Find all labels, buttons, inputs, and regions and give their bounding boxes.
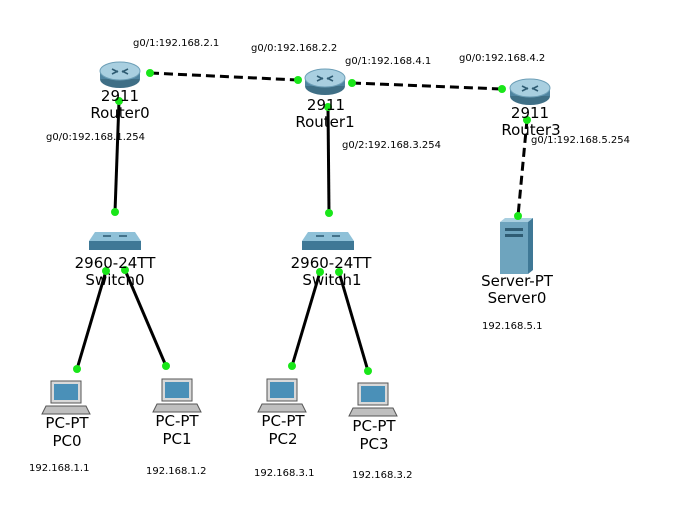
port-dot-router1 bbox=[348, 79, 356, 87]
server0-model-label: Server-PT bbox=[481, 272, 553, 290]
pc2-icon[interactable] bbox=[257, 378, 307, 413]
pc1-name-label: PC1 bbox=[162, 430, 192, 448]
pc0-icon[interactable] bbox=[41, 380, 91, 415]
pc1-model-label: PC-PT bbox=[155, 412, 199, 430]
port-dot-pc3 bbox=[364, 367, 372, 375]
switch0-icon[interactable] bbox=[89, 232, 141, 250]
switch0-model-label: 2960-24TT bbox=[74, 254, 156, 272]
server0-ip-label: 192.168.5.1 bbox=[482, 321, 543, 332]
link-switch1-pc3[interactable] bbox=[337, 271, 370, 372]
pc2-ip-label: 192.168.3.1 bbox=[254, 468, 315, 479]
port-dot-switch0 bbox=[121, 266, 129, 274]
pc0-name-label: PC0 bbox=[52, 432, 82, 450]
router0-model-label: 2911 bbox=[100, 87, 140, 105]
port-dot-switch1 bbox=[316, 268, 324, 276]
port-dot-router3 bbox=[523, 116, 531, 124]
router1-g01-label: g0/1:192.168.4.1 bbox=[345, 56, 432, 67]
link-switch0-pc0[interactable] bbox=[75, 270, 108, 370]
link-router1-switch1[interactable] bbox=[326, 106, 331, 214]
links-layer bbox=[75, 71, 529, 372]
router1-name-label: Router1 bbox=[295, 113, 355, 131]
port-dot-pc2 bbox=[288, 362, 296, 370]
switch1-model-label: 2960-24TT bbox=[290, 254, 372, 272]
port-dot-switch0 bbox=[102, 267, 110, 275]
link-switch1-pc2[interactable] bbox=[290, 271, 322, 367]
switch0-name-label: Switch0 bbox=[85, 271, 145, 289]
router1-icon[interactable] bbox=[304, 68, 346, 95]
link-switch0-pc1[interactable] bbox=[123, 269, 168, 367]
port-dot-router3 bbox=[498, 85, 506, 93]
port-dot-pc1 bbox=[162, 362, 170, 370]
router1-g00-label: g0/0:192.168.2.2 bbox=[251, 43, 338, 54]
router0-g01-label: g0/1:192.168.2.1 bbox=[133, 38, 220, 49]
port-dots-layer bbox=[73, 69, 531, 375]
link-router0-switch0[interactable] bbox=[113, 100, 121, 213]
port-dot-pc0 bbox=[73, 365, 81, 373]
pc1-icon[interactable] bbox=[152, 378, 202, 413]
port-dot-router1 bbox=[294, 76, 302, 84]
pc1-ip-label: 192.168.1.2 bbox=[146, 466, 207, 477]
port-dot-router0 bbox=[115, 97, 123, 105]
pc3-icon[interactable] bbox=[348, 382, 398, 417]
port-dot-router0 bbox=[146, 69, 154, 77]
port-dot-switch1 bbox=[325, 209, 333, 217]
router0-g00-label: g0/0:192.168.1.254 bbox=[46, 132, 145, 143]
router3-g00-label: g0/0:192.168.4.2 bbox=[459, 53, 546, 64]
link-router1-router3[interactable] bbox=[351, 81, 503, 91]
pc3-name-label: PC3 bbox=[359, 435, 389, 453]
pc0-ip-label: 192.168.1.1 bbox=[29, 463, 90, 474]
switch1-name-label: Switch1 bbox=[302, 271, 362, 289]
server0-name-label: Server0 bbox=[487, 289, 547, 307]
port-dot-router1 bbox=[324, 103, 332, 111]
port-dot-switch0 bbox=[111, 208, 119, 216]
router3-name-label: Router3 bbox=[501, 121, 561, 139]
router0-icon[interactable] bbox=[99, 61, 141, 88]
router1-model-label: 2911 bbox=[306, 96, 346, 114]
router1-g02-label: g0/2:192.168.3.254 bbox=[342, 140, 441, 151]
link-router0-router1[interactable] bbox=[149, 71, 299, 82]
pc3-model-label: PC-PT bbox=[352, 417, 396, 435]
port-dot-switch1 bbox=[335, 268, 343, 276]
pc2-name-label: PC2 bbox=[268, 430, 298, 448]
pc0-model-label: PC-PT bbox=[45, 414, 89, 432]
switch1-icon[interactable] bbox=[302, 232, 354, 250]
link-router3-server0[interactable] bbox=[516, 119, 529, 217]
router3-model-label: 2911 bbox=[510, 104, 550, 122]
pc3-ip-label: 192.168.3.2 bbox=[352, 470, 413, 481]
port-dot-server0 bbox=[514, 212, 522, 220]
router0-name-label: Router0 bbox=[90, 104, 150, 122]
router3-g01-label: g0/1:192.168.5.254 bbox=[531, 135, 630, 146]
router3-icon[interactable] bbox=[509, 78, 551, 105]
pc2-model-label: PC-PT bbox=[261, 412, 305, 430]
server0-icon[interactable] bbox=[500, 218, 533, 274]
